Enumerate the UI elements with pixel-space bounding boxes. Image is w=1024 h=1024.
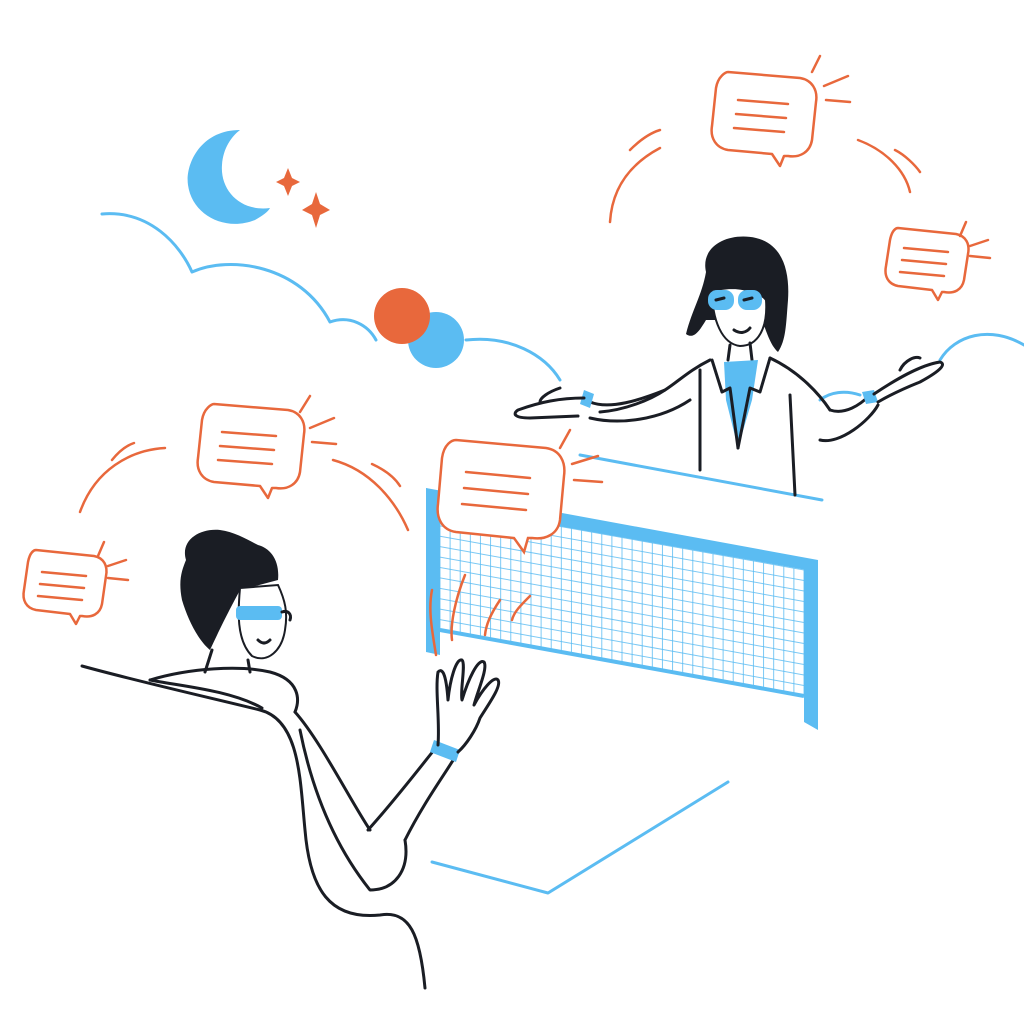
net-mesh-line [439, 567, 805, 634]
chat-bubble-icon [22, 540, 130, 626]
woman-with-glasses [513, 236, 944, 497]
overlapping-circles [374, 288, 464, 368]
chat-bubble-icon [196, 394, 338, 500]
chat-bubble-icon [884, 220, 992, 302]
sparkle-icon [276, 168, 330, 228]
net-mesh-line [439, 598, 805, 665]
chat-bubble-icon [710, 54, 852, 168]
net-mesh-line [439, 556, 805, 623]
net-mesh-line [439, 546, 805, 613]
cloud-outline-middle [464, 337, 562, 382]
chat-bubble-icon [436, 428, 604, 555]
net-mesh-line [439, 577, 805, 644]
desk-outline [430, 453, 824, 895]
net-mesh-line [439, 608, 805, 676]
net-mesh-line [439, 619, 805, 686]
net-mesh-line [439, 535, 805, 602]
net-mesh-line [439, 629, 805, 697]
cloud-outline-left [100, 212, 378, 342]
motion-arcs [78, 128, 922, 657]
moon-icon [187, 130, 270, 224]
man-with-glasses [80, 529, 501, 990]
